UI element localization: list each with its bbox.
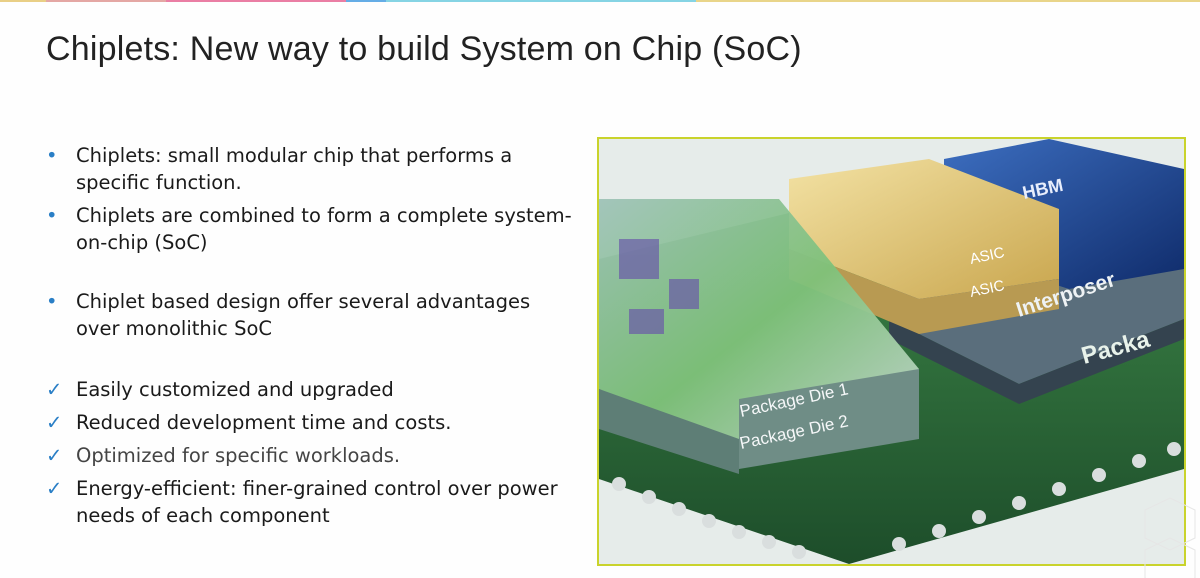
bullet-item: • Chiplets are combined to form a complet…: [46, 202, 576, 256]
bullet-item: • Chiplets: small modular chip that perfo…: [46, 142, 576, 196]
bullet-text: Chiplets are combined to form a complete…: [76, 204, 572, 254]
asic-bottom-label: ASIC: [968, 277, 1006, 301]
bullet-marker: •: [46, 144, 58, 167]
advantage-item: ✓ Easily customized and upgraded: [46, 376, 576, 403]
check-icon: ✓: [46, 444, 63, 467]
bullet-item: • Chiplet based design offer several adva…: [46, 288, 576, 342]
advantage-item: ✓ Reduced development time and costs.: [46, 409, 576, 436]
decorative-cube-pattern: [1144, 497, 1196, 578]
check-icon: ✓: [46, 411, 63, 434]
bullet-marker: •: [46, 290, 58, 313]
advantage-text: Optimized for specific workloads.: [76, 444, 401, 467]
asic-top-label: ASIC: [968, 244, 1006, 268]
advantage-item: ✓ Optimized for specific workloads.: [46, 442, 576, 469]
advantage-text: Easily customized and upgraded: [76, 378, 394, 401]
bullet-list: • Chiplets: small modular chip that perfo…: [46, 142, 576, 529]
top-color-bar: [0, 0, 1200, 2]
check-icon: ✓: [46, 477, 63, 500]
advantage-text: Energy-efficient: finer-grained control …: [76, 477, 558, 527]
bullet-text: Chiplet based design offer several advan…: [76, 290, 531, 340]
bullet-text: Chiplets: small modular chip that perfor…: [76, 144, 513, 194]
chiplet-illustration: HBM ASIC ASIC Interposer Packa Package D…: [597, 137, 1186, 566]
bullet-marker: •: [46, 204, 58, 227]
slide-title: Chiplets: New way to build System on Chi…: [46, 30, 802, 68]
advantage-text: Reduced development time and costs.: [76, 411, 452, 434]
check-icon: ✓: [46, 378, 63, 401]
advantage-item: ✓ Energy-efficient: finer-grained control…: [46, 475, 576, 529]
